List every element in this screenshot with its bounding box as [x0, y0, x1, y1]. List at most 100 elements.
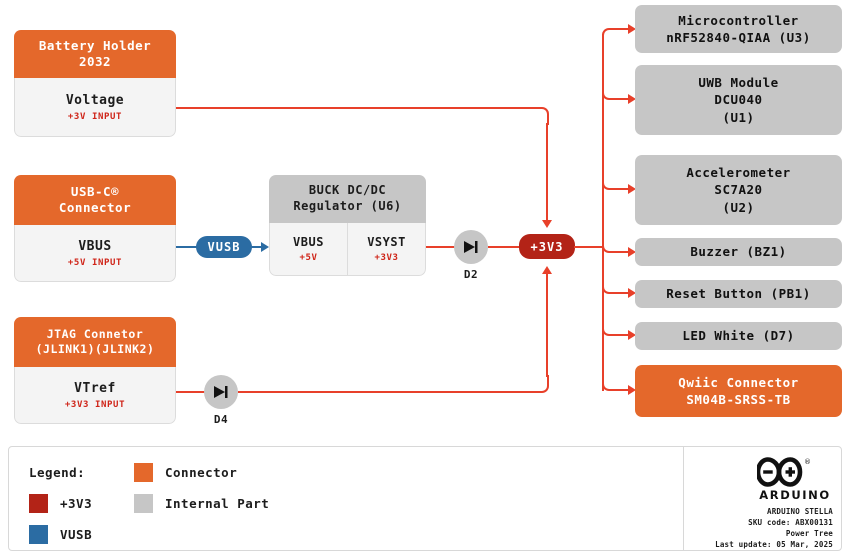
led-white-label: LED White (D7) — [682, 328, 795, 344]
legend-label-connector: Connector — [165, 465, 238, 480]
legend-label-vusb: VUSB — [60, 527, 93, 542]
buck-regulator-header: BUCK DC/DC Regulator (U6) — [269, 175, 426, 223]
wire-branch-bz1 — [616, 251, 630, 253]
legend-swatch-connector — [134, 463, 153, 482]
wire-branch-bz1-arrowhead — [628, 247, 636, 257]
buck-output-voltage-label: +3V3 — [374, 253, 399, 263]
wire-branch-pb1-arrowhead — [628, 288, 636, 298]
uwb-line2: DCU040 — [714, 92, 763, 108]
wire-battery-bus-down — [546, 123, 548, 222]
buck-input-rail-label: VBUS — [293, 235, 324, 249]
wire-dist-bus-up — [602, 34, 604, 246]
net-vusb-label: VUSB — [207, 240, 241, 254]
wire-branch-bz1-elbow — [602, 237, 618, 253]
brand-panel: ® ARDUINO ARDUINO STELLA SKU code: ABX00… — [683, 447, 841, 550]
svg-text:®: ® — [804, 458, 811, 466]
wire-buck-to-d2 — [426, 246, 456, 248]
battery-rail-label: Voltage — [65, 92, 125, 108]
legend-item-3v3: +3V3 — [29, 494, 134, 513]
buck-regulator-body: VBUS +5V VSYST +3V3 — [269, 223, 426, 276]
wire-3v3-trunk — [574, 246, 604, 248]
battery-holder-header: Battery Holder 2032 — [14, 30, 176, 78]
block-battery-holder[interactable]: Battery Holder 2032 Voltage +3V INPUT — [14, 30, 176, 137]
brand-doc-type: Power Tree — [785, 528, 833, 538]
diode-d4-label: D4 — [213, 413, 229, 426]
net-vusb-pill[interactable]: VUSB — [196, 236, 252, 258]
usbc-title-line1: USB-C® — [70, 183, 120, 199]
wire-usbc-out — [176, 246, 206, 248]
legend-item-internal: Internal Part — [134, 494, 683, 513]
reset-button-label: Reset Button (PB1) — [666, 286, 811, 302]
block-accelerometer[interactable]: Accelerometer SC7A20 (U2) — [635, 155, 842, 225]
block-uwb-module[interactable]: UWB Module DCU040 (U1) — [635, 65, 842, 135]
usbc-connector-header: USB-C® Connector — [14, 175, 176, 225]
wire-d2-to-3v3 — [488, 246, 520, 248]
qwiic-line1: Qwiic Connector — [678, 374, 799, 390]
wire-battery-elbow — [531, 107, 549, 125]
arduino-logo: ® ARDUINO — [757, 455, 833, 502]
jtag-title-line2: (JLINK1)(JLINK2) — [35, 342, 155, 356]
diode-d2-symbol — [464, 241, 478, 253]
wire-branch-d7 — [616, 334, 630, 336]
block-reset-button[interactable]: Reset Button (PB1) — [635, 280, 842, 308]
legend-label-internal: Internal Part — [165, 496, 270, 511]
usbc-rail-label: VBUS — [78, 238, 112, 254]
diode-d4-symbol — [214, 386, 228, 398]
battery-holder-title-line2: 2032 — [78, 54, 112, 69]
legend: Legend: Connector +3V3 Internal Part VUS… — [9, 447, 683, 550]
wire-dist-bus-down — [602, 246, 604, 391]
microcontroller-line1: Microcontroller — [678, 12, 799, 28]
usbc-title-line2: Connector — [58, 200, 132, 215]
block-usbc-connector[interactable]: USB-C® Connector VBUS +5V INPUT — [14, 175, 176, 282]
wire-branch-d7-arrowhead — [628, 330, 636, 340]
wire-branch-qwiic-arrowhead — [628, 385, 636, 395]
accelerometer-line3: (U2) — [722, 199, 755, 215]
wire-branch-qwiic — [616, 389, 630, 391]
uwb-line1: UWB Module — [698, 75, 779, 91]
wire-vusb-arrowhead — [261, 242, 269, 252]
wire-branch-u2-elbow — [602, 174, 618, 190]
jtag-title-line1: JTAG Connetor — [46, 326, 144, 341]
net-3v3-pill[interactable]: +3V3 — [519, 234, 575, 259]
wire-branch-u1-arrowhead — [628, 94, 636, 104]
accelerometer-line2: SC7A20 — [714, 182, 763, 198]
legend-swatch-vusb — [29, 525, 48, 544]
diode-d2[interactable] — [454, 230, 488, 264]
jtag-rail-label: VTref — [74, 380, 116, 396]
qwiic-line2: SM04B-SRSS-TB — [686, 392, 791, 407]
buck-title-line2: Regulator (U6) — [293, 199, 402, 213]
brand-metadata: ARDUINO STELLA SKU code: ABX00131 Power … — [715, 507, 833, 551]
diode-d4[interactable] — [204, 375, 238, 409]
block-buzzer[interactable]: Buzzer (BZ1) — [635, 238, 842, 266]
block-buck-regulator[interactable]: BUCK DC/DC Regulator (U6) VBUS +5V VSYST… — [269, 175, 426, 276]
block-microcontroller[interactable]: Microcontroller nRF52840-QIAA (U3) — [635, 5, 842, 53]
wire-branch-u3-elbow — [602, 28, 618, 44]
battery-voltage-label: +3V INPUT — [67, 111, 123, 122]
legend-title: Legend: — [29, 465, 86, 480]
legend-label-3v3: +3V3 — [60, 496, 93, 511]
buck-output-rail-label: VSYST — [367, 235, 406, 249]
wire-jtag-out — [176, 391, 206, 393]
block-jtag-connector[interactable]: JTAG Connetor (JLINK1)(JLINK2) VTref +3V… — [14, 317, 176, 424]
wire-branch-pb1-elbow — [602, 278, 618, 294]
wire-vusb-to-buck — [250, 246, 263, 248]
brand-sku: SKU code: ABX00131 — [748, 517, 833, 527]
battery-holder-body: Voltage +3V INPUT — [14, 78, 176, 137]
legend-title-cell: Legend: — [29, 465, 134, 480]
jtag-connector-body: VTref +3V3 INPUT — [14, 367, 176, 424]
block-qwiic-connector[interactable]: Qwiic Connector SM04B-SRSS-TB — [635, 365, 842, 417]
jtag-voltage-label: +3V3 INPUT — [64, 399, 126, 410]
usbc-connector-body: VBUS +5V INPUT — [14, 225, 176, 282]
wire-branch-qwiic-elbow — [602, 375, 618, 391]
wire-battery-arrowhead — [542, 220, 552, 228]
wire-jtag-elbow — [531, 375, 549, 393]
brand-updated: Last update: 05 Mar, 2025 — [715, 539, 833, 549]
legend-item-vusb: VUSB — [29, 525, 134, 544]
microcontroller-line2: nRF52840-QIAA (U3) — [666, 30, 811, 45]
wire-branch-pb1 — [616, 292, 630, 294]
buzzer-label: Buzzer (BZ1) — [690, 244, 787, 260]
brand-product: ARDUINO STELLA — [766, 507, 833, 516]
block-led-white[interactable]: LED White (D7) — [635, 322, 842, 350]
arduino-infinity-icon: ® — [757, 457, 811, 487]
